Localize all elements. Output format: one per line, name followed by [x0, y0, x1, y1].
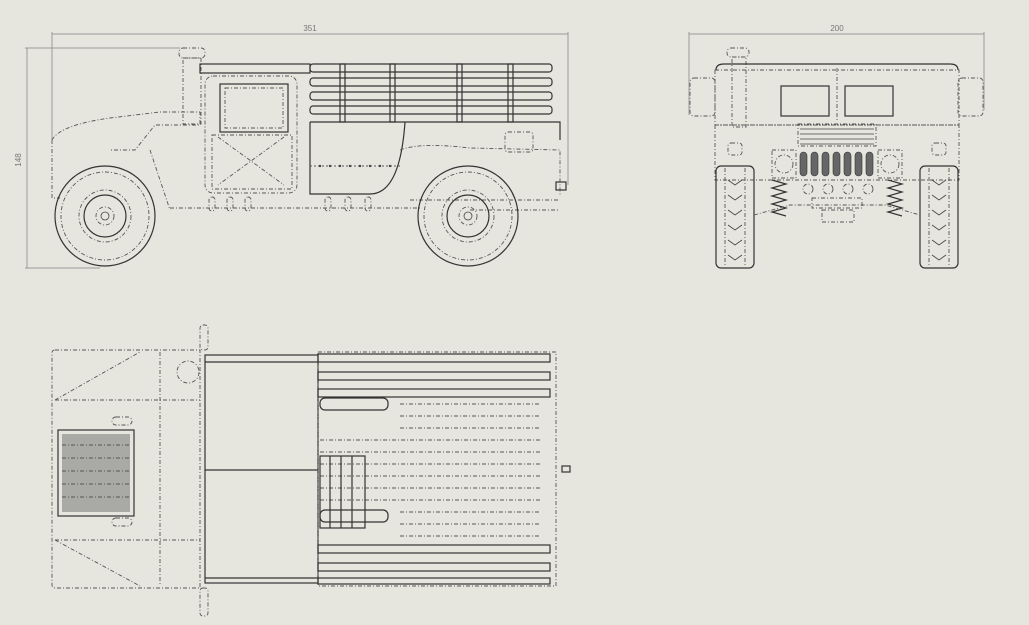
differential [821, 209, 855, 223]
front-view [689, 47, 984, 269]
winch [811, 197, 863, 209]
top-view [51, 324, 571, 617]
rear-wheel [417, 165, 519, 267]
coil-spring-left [769, 179, 789, 217]
windshield-right [844, 85, 894, 117]
mirror-right-top [199, 587, 209, 617]
front-view-dimensions: 200 [688, 24, 985, 115]
hood [51, 111, 201, 151]
headlight-right [877, 149, 903, 179]
a-arms [753, 204, 921, 216]
cargo-bed-top [317, 351, 557, 587]
tow-hitch [555, 181, 567, 191]
bumper-lamps [802, 183, 874, 195]
snorkel-cap [726, 47, 750, 58]
roof-rail [715, 63, 959, 71]
height-dimension-label: 148 [14, 153, 23, 167]
cargo-bed-side [309, 121, 561, 195]
rack-rails-top [317, 353, 551, 585]
mirror-left-top [199, 324, 209, 351]
side-vents [208, 196, 372, 212]
rear-panel [504, 131, 534, 153]
marker-light-right [931, 142, 947, 156]
front-tire-right [919, 165, 959, 269]
side-view-dimensions: 351 148 [14, 24, 569, 269]
cab-roof-top [204, 354, 319, 584]
snorkel-cap [178, 47, 206, 59]
door-outline [204, 75, 298, 194]
headlight-left [771, 149, 797, 179]
cab-roof [199, 63, 311, 74]
front-tire-left [715, 165, 755, 269]
rocker-panel [170, 207, 560, 211]
hood-top [51, 349, 201, 589]
side-view [51, 47, 567, 267]
grille-slots [799, 151, 874, 177]
mirror-left [689, 77, 716, 117]
rear-fender [399, 144, 561, 195]
hood-front [714, 124, 960, 181]
hood-vent-grille [57, 429, 135, 517]
windshield-left [780, 85, 830, 117]
snorkel-pipe [731, 56, 747, 128]
mirror-right [957, 77, 984, 117]
width-dimension-label: 200 [830, 24, 844, 33]
folded-bench [319, 455, 366, 529]
bed-slats [320, 403, 540, 537]
rivets [318, 164, 392, 168]
coil-spring-right [885, 179, 905, 217]
front-wheel [54, 165, 156, 267]
snorkel-pipe [182, 57, 202, 125]
front-bumper [51, 140, 60, 199]
door-window [219, 83, 289, 133]
cargo-rack [309, 63, 553, 123]
snorkel-top [176, 360, 200, 384]
upper-grille [797, 123, 877, 147]
tow-hitch-top [561, 465, 571, 473]
length-dimension-label: 351 [303, 24, 317, 33]
marker-light-left [727, 142, 743, 156]
